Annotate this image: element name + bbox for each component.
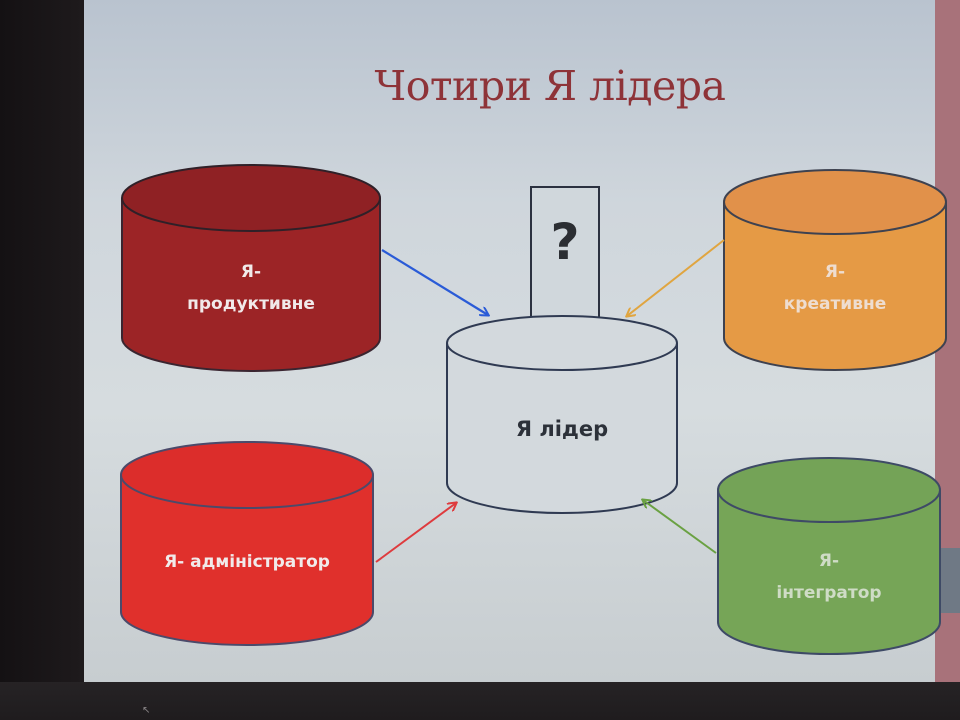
arrow-productive-to-leader	[381, 249, 488, 315]
cylinder-creative	[723, 169, 947, 371]
arrow-administrator-to-leader	[375, 503, 456, 563]
label-integrator: Я- інтегратор	[718, 545, 940, 609]
mouse-cursor-icon: ↖	[142, 705, 151, 716]
question-box	[530, 186, 600, 320]
monitor-bezel-bottom	[0, 682, 960, 720]
arrow-creative-to-leader	[627, 239, 725, 316]
cylinder-integrator	[717, 457, 941, 655]
cylinder-administrator	[120, 441, 374, 646]
monitor-bezel-left	[0, 0, 84, 720]
label-creative: Я- креативне	[724, 256, 946, 320]
label-administrator-line1: Я- адміністратор	[164, 552, 330, 572]
label-integrator-line1: Я-	[818, 551, 840, 571]
slide-title: Чотири Я лідера	[374, 62, 727, 110]
label-administrator: Я- адміністратор	[121, 546, 373, 578]
label-productive-line1: Я-	[240, 262, 262, 282]
label-creative-line1: Я-	[824, 262, 846, 282]
cylinder-leader	[446, 315, 678, 514]
label-productive: Я- продуктивне	[122, 256, 380, 320]
arrow-integrator-to-leader	[643, 500, 717, 554]
question-mark: ?	[550, 213, 580, 271]
label-creative-line2: креативне	[783, 294, 887, 314]
label-productive-line2: продуктивне	[187, 294, 315, 314]
label-integrator-line2: інтегратор	[776, 583, 882, 603]
label-leader: Я лідер	[515, 417, 609, 441]
cylinder-productive	[121, 164, 381, 372]
